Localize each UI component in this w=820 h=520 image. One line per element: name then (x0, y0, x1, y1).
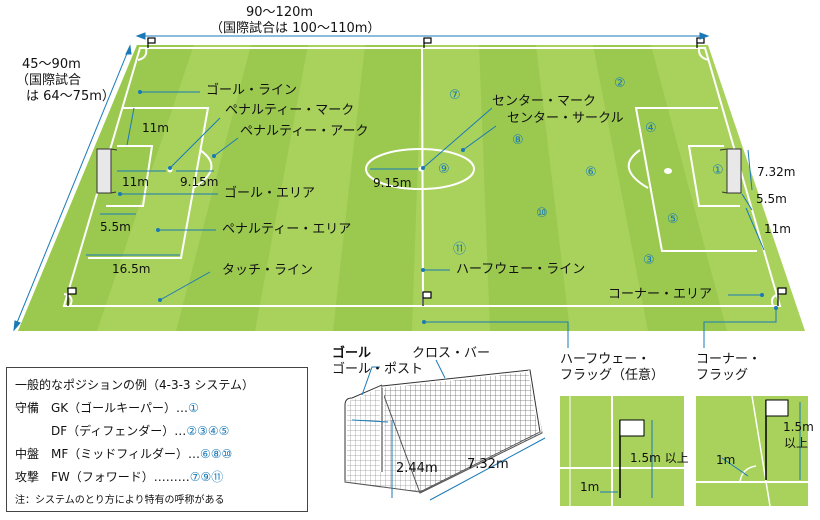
dim-55m-right: 5.5m (756, 192, 787, 206)
corner-flag-title-1: コーナー・ (696, 352, 762, 367)
crossbar-label: クロス・バー (412, 346, 491, 361)
legend-row-nums: ① (188, 401, 199, 415)
goal-illustration (343, 359, 546, 501)
halfway-flag-height: 1.5m 以上 (630, 451, 689, 465)
positions-legend: 一般的なポジションの例（4-3-3 システム） 守備 GK（ゴールキーパー）…①… (6, 367, 308, 512)
position-7: ⑦ (449, 88, 461, 103)
penalty-mark-label: ペナルティー・マーク (225, 103, 355, 118)
position-6: ⑥ (585, 165, 597, 180)
goal-post-label: ゴール・ポスト (332, 362, 424, 377)
corner-area-label: コーナー・エリア (608, 287, 713, 302)
halfway-flag-title-2: フラッグ（任意） (560, 368, 665, 383)
length-label: 90〜120m (246, 5, 314, 20)
goal-area-label: ゴール・エリア (224, 186, 316, 201)
dim-732m: 7.32m (757, 165, 796, 179)
corner-flag-title-2: フラッグ (696, 368, 749, 383)
halfway-line-label: ハーフウェー・ライン (456, 262, 586, 277)
position-11: ⑪ (453, 242, 467, 257)
corner-flag-height-1: 1.5m (783, 420, 814, 434)
corner-flag-distance: 1m (716, 453, 736, 467)
dim-11m-vert: 11m (142, 121, 169, 135)
position-1: ① (712, 163, 724, 178)
field-lines (62, 47, 782, 307)
legend-row-text: 攻撃 FW（フォワード）……… (15, 470, 190, 484)
corner-flag-inset (696, 395, 808, 507)
width-label: 45〜90m (22, 57, 81, 72)
position-8: ⑧ (512, 133, 524, 148)
legend-row-nums: ⑥⑧⑩ (200, 447, 233, 461)
position-9: ⑨ (438, 162, 450, 177)
penalty-area-label: ペナルティー・エリア (222, 222, 352, 237)
legend-row-nums: ⑦⑨⑪ (189, 470, 224, 484)
center-circle-label: センター・サークル (507, 111, 624, 126)
position-10: ⑩ (536, 206, 548, 221)
legend-row-gk: 守備 GK（ゴールキーパー）…① (15, 399, 199, 416)
goal-left (96, 148, 118, 194)
legend-row-text: DF（ディフェンダー）… (15, 424, 187, 438)
position-2: ② (614, 76, 626, 91)
legend-row-df: DF（ディフェンダー）…②③④⑤ (15, 422, 229, 439)
dim-915-center: 9.15m (373, 176, 412, 190)
halfway-flag-title-1: ハーフウェー・ (560, 352, 651, 367)
penalty-arc-label: ペナルティー・アーク (240, 124, 369, 139)
legend-row-text: 中盤 MF（ミッドフィルダー）… (15, 447, 201, 461)
dim-915-arc: 9.15m (180, 175, 219, 189)
position-5: ⑤ (667, 212, 679, 227)
halfway-flag-distance: 1m (580, 480, 600, 494)
legend-title: 一般的なポジションの例（4-3-3 システム） (15, 378, 255, 392)
halfway-flag-inset (560, 396, 684, 506)
leader-dots (118, 90, 778, 324)
corner-flag-height-2: 以上 (784, 436, 809, 450)
legend-note: 注：システムのとり方により特有の呼称がある (15, 495, 225, 506)
legend-row-fw: 攻撃 FW（フォワード）………⑦⑨⑪ (15, 468, 223, 485)
dim-165m: 16.5m (112, 262, 151, 276)
goal-width-label: 7.32m (467, 457, 509, 472)
position-3: ③ (643, 253, 655, 268)
dim-11m-right: 11m (764, 222, 791, 236)
center-mark-label: センター・マーク (492, 94, 597, 109)
legend-row-text: 守備 GK（ゴールキーパー）… (15, 401, 189, 415)
width-intl-label-1: （国際試合 (16, 73, 82, 88)
width-intl-label-2: は 64〜75m） (26, 89, 115, 104)
goal-title: ゴール (332, 346, 372, 361)
corner-flags (67, 37, 787, 306)
legend-row-mf: 中盤 MF（ミッドフィルダー）…⑥⑧⑩ (15, 445, 232, 462)
dim-11m-horiz: 11m (122, 175, 149, 189)
goal-right (719, 148, 742, 194)
dim-55m: 5.5m (100, 220, 131, 234)
position-4: ④ (645, 121, 657, 136)
dimension-lines (13, 32, 765, 332)
goal-height-label: 2.44m (396, 461, 438, 476)
length-intl-label: （国際試合は 100〜110m） (210, 21, 381, 36)
penalty-mark-right (664, 168, 672, 174)
touch-line-label: タッチ・ライン (222, 263, 314, 278)
leader-lines (120, 91, 777, 348)
goal-line-label: ゴール・ライン (206, 83, 298, 98)
legend-row-nums: ②③④⑤ (186, 424, 230, 438)
